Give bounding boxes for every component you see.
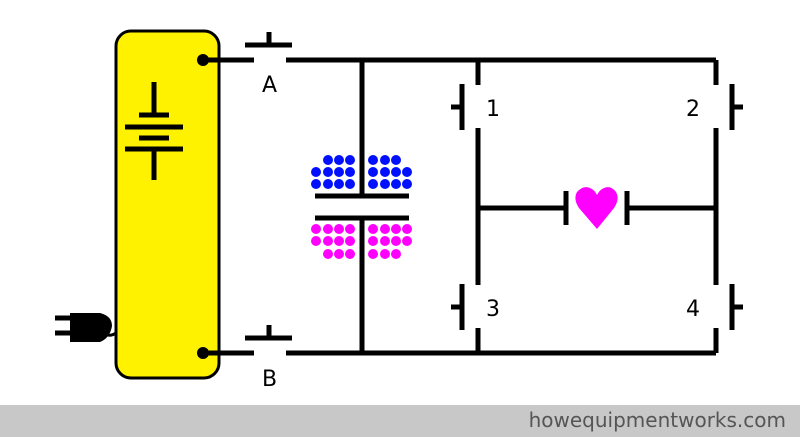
- negative-charge-dot: [311, 224, 321, 234]
- negative-charge-dot: [391, 236, 401, 246]
- positive-charge-dot: [391, 179, 401, 189]
- negative-charge-dot: [334, 249, 344, 259]
- negative-charge-dot: [323, 249, 333, 259]
- label-a: A: [262, 73, 277, 98]
- battery-symbol-icon: [125, 82, 183, 180]
- negative-charge-dot: [368, 249, 378, 259]
- power-plug-icon: [55, 313, 118, 342]
- positive-charge-dot: [311, 167, 321, 177]
- charge-dots: [311, 155, 412, 259]
- switch-4[interactable]: [729, 284, 743, 330]
- negative-charge-dot: [391, 224, 401, 234]
- positive-charge-dot: [311, 179, 321, 189]
- label-1: 1: [486, 97, 500, 122]
- footer-bar: howequipmentworks.com: [0, 405, 800, 437]
- negative-charge-dot: [368, 236, 378, 246]
- positive-charge-dot: [323, 179, 333, 189]
- power-supply-box: [114, 29, 221, 380]
- capacitor: [315, 60, 409, 353]
- negative-charge-dot: [323, 236, 333, 246]
- positive-charge-dot: [368, 167, 378, 177]
- positive-charge-dot: [368, 179, 378, 189]
- negative-charge-dot: [402, 236, 412, 246]
- positive-charge-dot: [323, 155, 333, 165]
- positive-charge-dot: [402, 167, 412, 177]
- switch-3[interactable]: [451, 284, 465, 330]
- positive-charge-dot: [345, 155, 355, 165]
- positive-charge-dot: [334, 155, 344, 165]
- positive-charge-dot: [391, 155, 401, 165]
- positive-charge-dot: [334, 167, 344, 177]
- negative-charge-dot: [380, 249, 390, 259]
- label-3: 3: [486, 297, 500, 322]
- switch-2[interactable]: [729, 84, 743, 130]
- negative-charge-dot: [323, 224, 333, 234]
- site-credit: howequipmentworks.com: [528, 408, 786, 432]
- positive-charge-dot: [345, 179, 355, 189]
- negative-charge-dot: [380, 224, 390, 234]
- negative-charge-dot: [311, 236, 321, 246]
- switch-1[interactable]: [451, 84, 465, 130]
- negative-charge-dot: [345, 236, 355, 246]
- positive-charge-dot: [334, 179, 344, 189]
- label-2: 2: [686, 97, 700, 122]
- heart-icon: [575, 187, 618, 229]
- positive-charge-dot: [402, 179, 412, 189]
- negative-charge-dot: [368, 224, 378, 234]
- positive-charge-dot: [380, 155, 390, 165]
- positive-charge-dot: [345, 167, 355, 177]
- positive-charge-dot: [368, 155, 378, 165]
- positive-charge-dot: [380, 179, 390, 189]
- negative-charge-dot: [345, 224, 355, 234]
- negative-charge-dot: [391, 249, 401, 259]
- positive-charge-dot: [323, 167, 333, 177]
- positive-charge-dot: [380, 167, 390, 177]
- heart-load: [478, 191, 716, 225]
- negative-charge-dot: [345, 249, 355, 259]
- negative-charge-dot: [380, 236, 390, 246]
- negative-charge-dot: [402, 224, 412, 234]
- positive-charge-dot: [391, 167, 401, 177]
- label-b: B: [262, 367, 277, 392]
- switch-a[interactable]: [203, 32, 716, 63]
- label-4: 4: [686, 297, 700, 322]
- negative-charge-dot: [334, 236, 344, 246]
- negative-charge-dot: [334, 224, 344, 234]
- switch-b[interactable]: [203, 325, 716, 356]
